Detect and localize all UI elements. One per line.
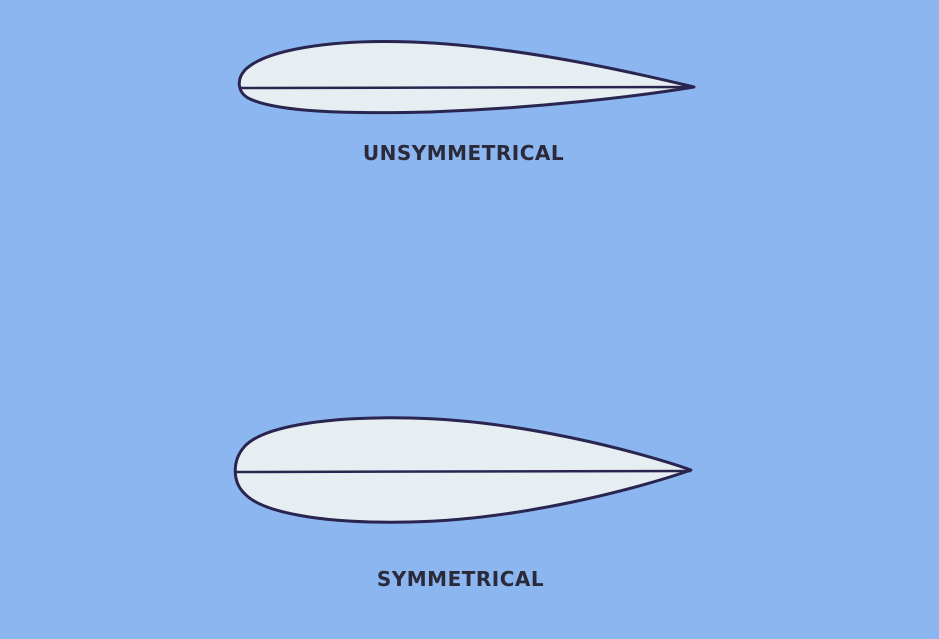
symmetrical-chord-line (234, 469, 692, 474)
unsymmetrical-airfoil-outline (237, 40, 696, 115)
symmetrical-airfoil (233, 416, 693, 524)
unsymmetrical-airfoil (237, 40, 696, 115)
unsymmetrical-chord-line (240, 85, 695, 90)
symmetrical-label: SYMMETRICAL (376, 567, 545, 591)
unsymmetrical-label: UNSYMMETRICAL (362, 141, 565, 165)
